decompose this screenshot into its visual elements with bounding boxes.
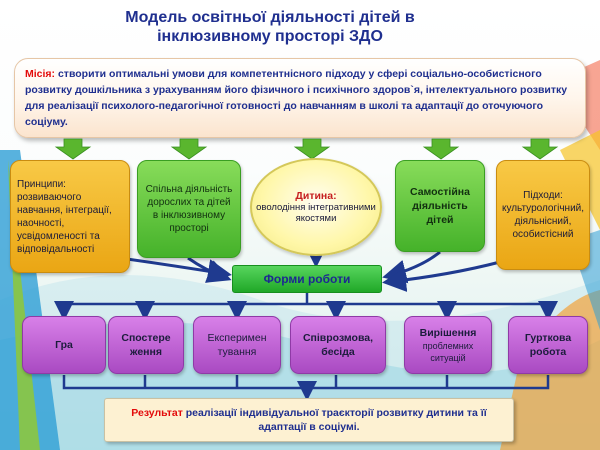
form-club-box: Гурткова робота (508, 316, 588, 374)
title-line-2: інклюзивному просторі ЗДО (157, 28, 383, 45)
form-observation-box: Спостере ження (108, 316, 184, 374)
form-club-text: Гурткова робота (524, 332, 572, 358)
green-arrow-icons (54, 138, 559, 160)
independent-activity-text: Самостійна діяльність дітей (410, 186, 470, 226)
mission-text: створити оптимальні умови для компетентн… (25, 68, 568, 128)
mission-box: Місія: створити оптимальні умови для ком… (14, 58, 586, 138)
principles-box: Принципи: розвиваючого навчання, інтегра… (10, 160, 130, 273)
child-title: Дитина: (295, 189, 337, 202)
form-experiment-text: Експеримен тування (207, 332, 267, 358)
result-box: Результат реалізації індивідуальної трає… (104, 398, 514, 442)
form-conversation-box: Співрозмова, бесіда (290, 316, 386, 374)
forms-of-work-text: Форми роботи (263, 272, 351, 286)
form-problem-box: Вирішення проблемних ситуацій (404, 316, 492, 374)
form-problem-title: Вирішення (419, 327, 477, 339)
child-text: оволодіння інтегративними якостями (256, 201, 376, 224)
title-line-1: Модель освітньої діяльності дітей в (125, 9, 415, 26)
mission-label: Місія: (25, 68, 56, 80)
principles-text: Принципи: розвиваючого навчання, інтегра… (17, 178, 112, 255)
independent-activity-box: Самостійна діяльність дітей (395, 160, 485, 252)
form-game-box: Гра (22, 316, 106, 374)
form-game-text: Гра (55, 339, 73, 351)
forms-of-work-box: Форми роботи (232, 265, 382, 293)
form-problem-text: проблемних ситуацій (422, 341, 474, 363)
form-conversation-text: Співрозмова, бесіда (302, 332, 374, 358)
form-experiment-box: Експеримен тування (193, 316, 281, 374)
child-ellipse: Дитина: оволодіння інтегративними якостя… (250, 158, 382, 256)
page-title: Модель освітньої діяльності дітей в інкл… (70, 8, 470, 46)
result-text: реалізації індивідуальної траєкторії роз… (182, 407, 487, 433)
joint-activity-box: Спільна діяльність дорослих та дітей в і… (137, 160, 241, 258)
form-observation-text: Спостере ження (121, 332, 171, 358)
approaches-text: Підходи: культурологічний, діяльнісний, … (501, 190, 585, 240)
approaches-box: Підходи: культурологічний, діяльнісний, … (496, 160, 590, 270)
result-label: Результат (131, 407, 183, 419)
joint-activity-text: Спільна діяльність дорослих та дітей в і… (145, 184, 233, 234)
